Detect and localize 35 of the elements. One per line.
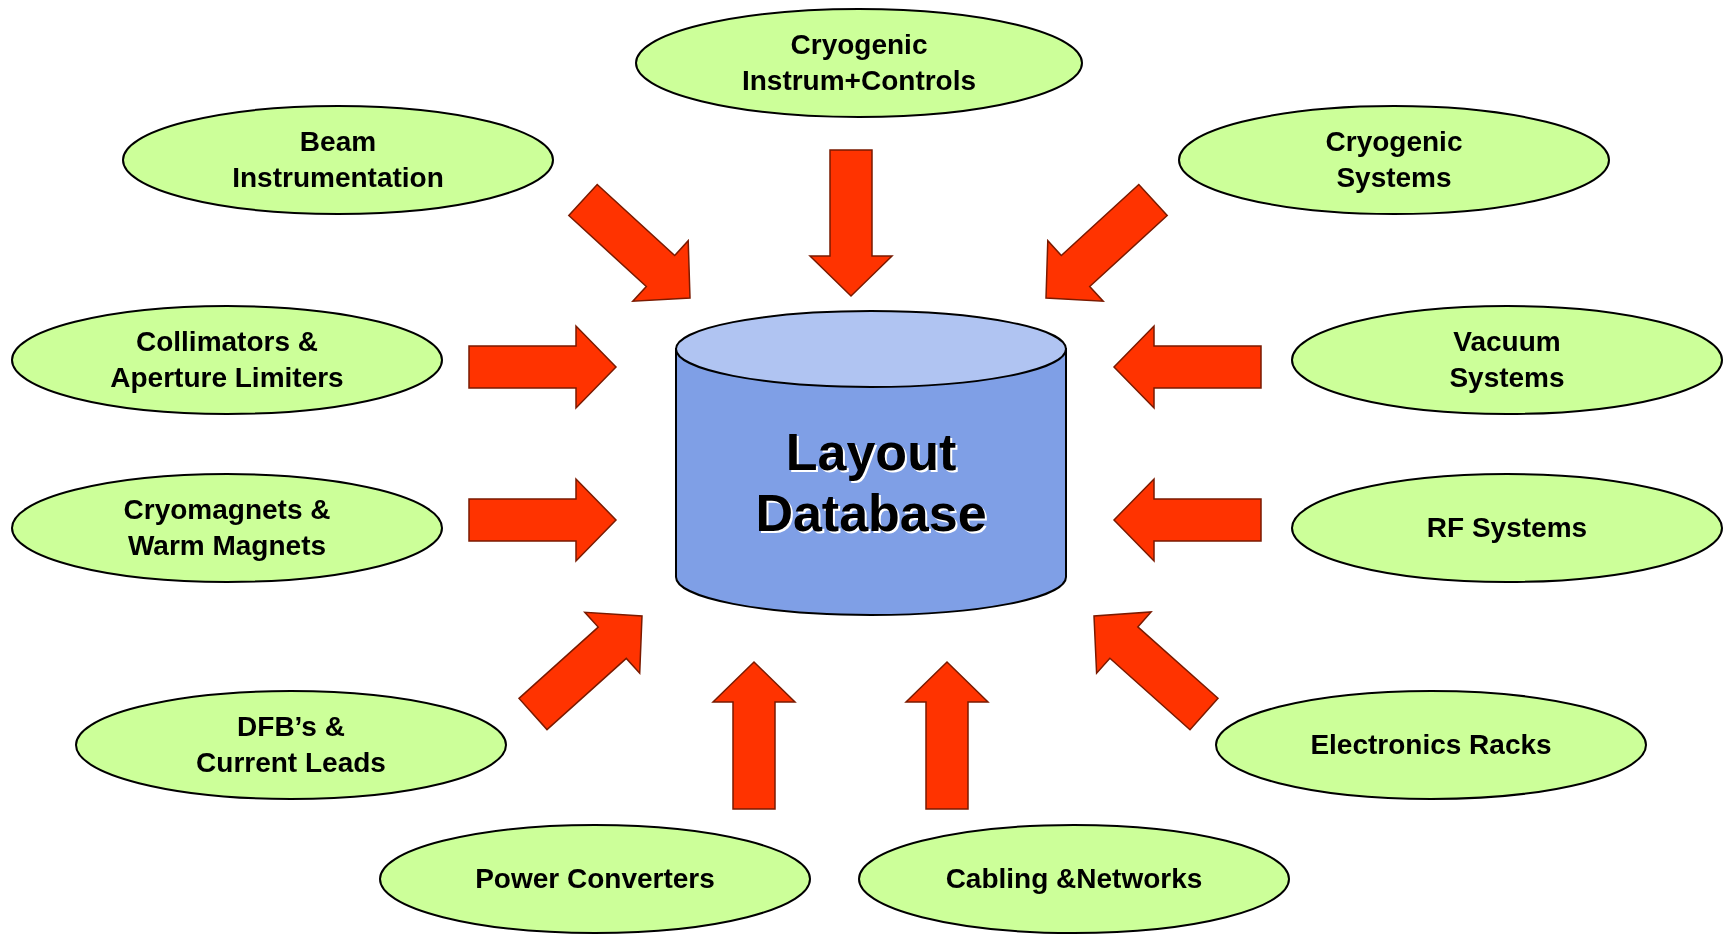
block-arrow <box>711 660 797 810</box>
system-ellipse <box>122 105 554 215</box>
node-label: DFB’s & Current Leads <box>195 709 387 780</box>
system-ellipse <box>1291 473 1723 583</box>
block-arrow <box>808 149 894 298</box>
database-title: Layout Database <box>754 421 988 544</box>
system-ellipse <box>858 824 1290 934</box>
system-ellipse <box>11 305 443 415</box>
block-arrow <box>567 183 691 303</box>
system-ellipse <box>635 8 1083 118</box>
node-label: Cryogenic Systems <box>1324 124 1464 195</box>
block-arrow <box>468 477 618 563</box>
node-label: Power Converters <box>475 861 715 896</box>
system-ellipse <box>1178 105 1610 215</box>
system-ellipse <box>1291 305 1723 415</box>
block-arrow <box>517 611 643 731</box>
block-arrow <box>1093 611 1220 731</box>
node-label: Collimators & Aperture Limiters <box>109 324 345 395</box>
block-arrow <box>468 324 618 410</box>
node-label: Cabling &Networks <box>945 861 1203 896</box>
node-label: Electronics Racks <box>1310 727 1552 762</box>
block-arrow <box>1112 477 1262 563</box>
block-arrow <box>1045 183 1169 303</box>
node-label: Cryomagnets & Warm Magnets <box>122 492 332 563</box>
node-label: Beam Instrumentation <box>231 124 445 195</box>
system-ellipse <box>75 690 507 800</box>
node-label: RF Systems <box>1426 510 1588 545</box>
system-ellipse <box>379 824 811 934</box>
block-arrow <box>1112 324 1262 410</box>
block-arrow <box>904 660 990 810</box>
node-label: Vacuum Systems <box>1448 324 1566 395</box>
system-ellipse <box>11 473 443 583</box>
database-cylinder <box>675 311 1067 615</box>
system-ellipse <box>1215 690 1647 800</box>
node-label: Cryogenic Instrum+Controls <box>740 27 978 98</box>
